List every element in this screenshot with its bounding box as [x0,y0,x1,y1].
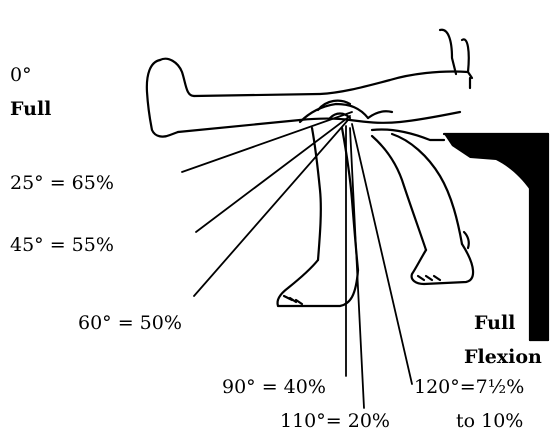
label-120-degrees: 120°=7½% [414,378,524,397]
angle-pointer-lines [182,112,412,408]
flexed-leg-right [372,134,473,284]
label-full-flexion-line1: Full [474,314,515,333]
label-25-degrees: 25° = 65% [10,174,114,193]
label-60-degrees: 60° = 50% [78,314,182,333]
label-110-degrees: 110°= 20% [280,412,390,431]
label-90-degrees: 90° = 40% [222,378,326,397]
label-full-flexion-line2: Flexion [464,348,542,367]
label-zero-degrees: 0° [10,66,32,85]
label-120-range: to 10% [456,412,523,431]
label-full: Full [10,100,51,119]
extended-leg [147,30,472,137]
knee-joint [300,101,444,140]
label-45-degrees: 45° = 55% [10,236,114,255]
